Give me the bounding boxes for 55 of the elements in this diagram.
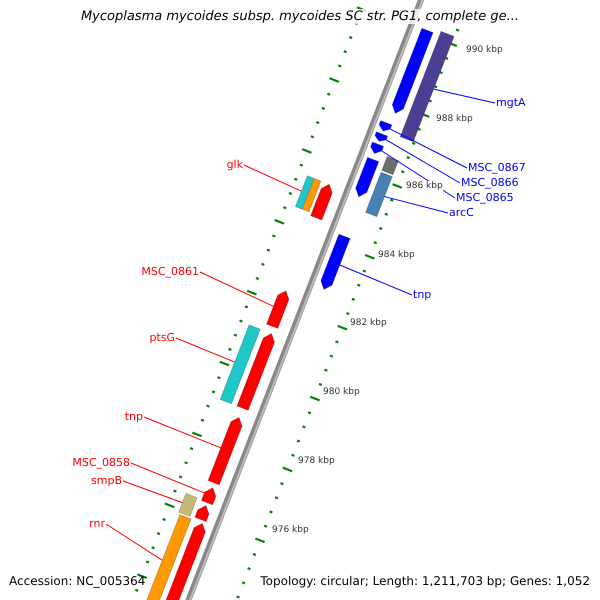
gene-label: ptsG [149,331,175,345]
gene-feature [400,30,455,142]
gene-label: smpB [91,474,122,488]
leader-line [176,338,236,363]
leader-line [106,524,163,561]
gene-label: MSC_0867 [468,161,526,175]
genome-info-text: Topology: circular; Length: 1,211,703 bp; Genes: 1,052 [260,574,590,589]
leader-line [384,196,448,214]
accession-text: Accession: NC_005364 [9,574,146,589]
gene-feature [365,172,393,218]
gene-feature [302,178,322,212]
scale-label: 980 kbp [323,387,360,398]
scale-label: 982 kbp [350,318,387,329]
gene-label: tnp [413,288,432,302]
scale-label: 986 kbp [406,181,443,192]
scale-label: 988 kbp [436,114,473,125]
scale-label: 978 kbp [298,456,335,467]
gene-label: arcC [449,206,474,220]
gene-feature [310,184,333,221]
gene-label: MSC_0861 [141,265,199,279]
gene-feature [370,142,384,154]
gene-feature [374,131,388,142]
leader-line [433,88,496,104]
map-title: Mycoplasma mycoides subsp. mycoides SC str. PG1, complete ge... [80,9,520,24]
gene-feature [178,492,198,517]
leader-line [200,272,274,307]
gene-feature [236,332,275,411]
gene-feature [320,234,351,290]
gene-feature [220,324,261,404]
gene-label: tnp [124,410,143,424]
gene-feature [208,416,242,486]
gene-label: MSC_0858 [72,456,130,470]
gene-label: glk [226,158,243,172]
gene-feature [378,120,392,132]
leader-line [390,128,468,168]
gene-feature [144,514,192,600]
scale-label: 976 kbp [272,525,309,536]
leader-line [144,416,222,448]
gene-feature [392,28,434,114]
gene-label: MSC_0865 [456,191,514,205]
leader-line [130,462,205,494]
gene-label: rnr [89,517,105,531]
gene-label: mgtA [496,96,526,110]
gene-label: MSC_0866 [461,176,519,190]
leader-line [386,139,460,184]
gene-feature [200,487,216,506]
gene-feature [355,156,380,198]
leader-line [339,264,412,296]
scale-label: 990 kbp [466,45,503,56]
leader-line [122,480,183,504]
gene-feature [194,504,210,522]
gene-feature [294,175,314,210]
leader-line [244,164,302,192]
scale-label: 984 kbp [378,250,415,261]
gene-feature [266,290,290,329]
